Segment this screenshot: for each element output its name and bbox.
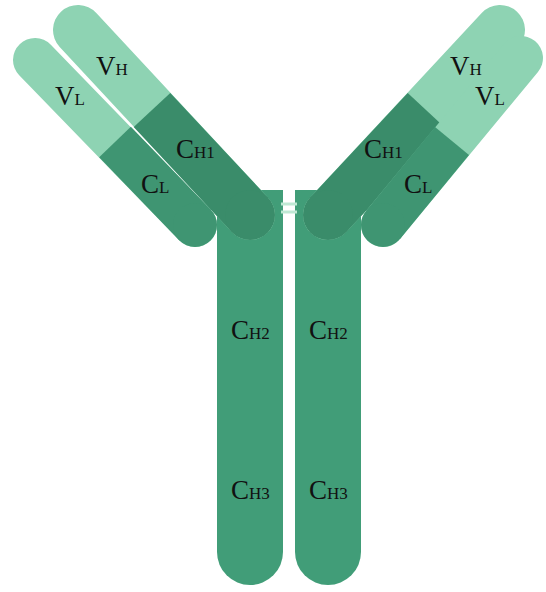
domain-label: VL	[55, 83, 85, 110]
constant-domain	[361, 203, 405, 247]
constant-domain	[303, 190, 353, 240]
heavy-chain-stem	[295, 190, 361, 585]
hinge-bond	[281, 203, 297, 206]
domain-label: CH3	[231, 477, 270, 504]
variable-domain	[35, 60, 195, 225]
constant-domain	[173, 203, 217, 247]
domain-label: CL	[141, 171, 169, 198]
domain-label: CH1	[364, 136, 403, 163]
heavy-chain-stem	[217, 190, 283, 585]
domain-label: CH2	[309, 317, 348, 344]
hinge-bond	[281, 211, 297, 214]
domain-label: CH1	[176, 136, 215, 163]
domain-label: VH	[450, 53, 482, 80]
domain-label: CH3	[309, 477, 348, 504]
domain-label: VH	[96, 53, 128, 80]
domain-label: CH2	[231, 317, 270, 344]
domain-label: VL	[475, 83, 505, 110]
variable-domain	[383, 58, 521, 225]
domain-label: CL	[404, 171, 432, 198]
constant-domain	[225, 190, 275, 240]
